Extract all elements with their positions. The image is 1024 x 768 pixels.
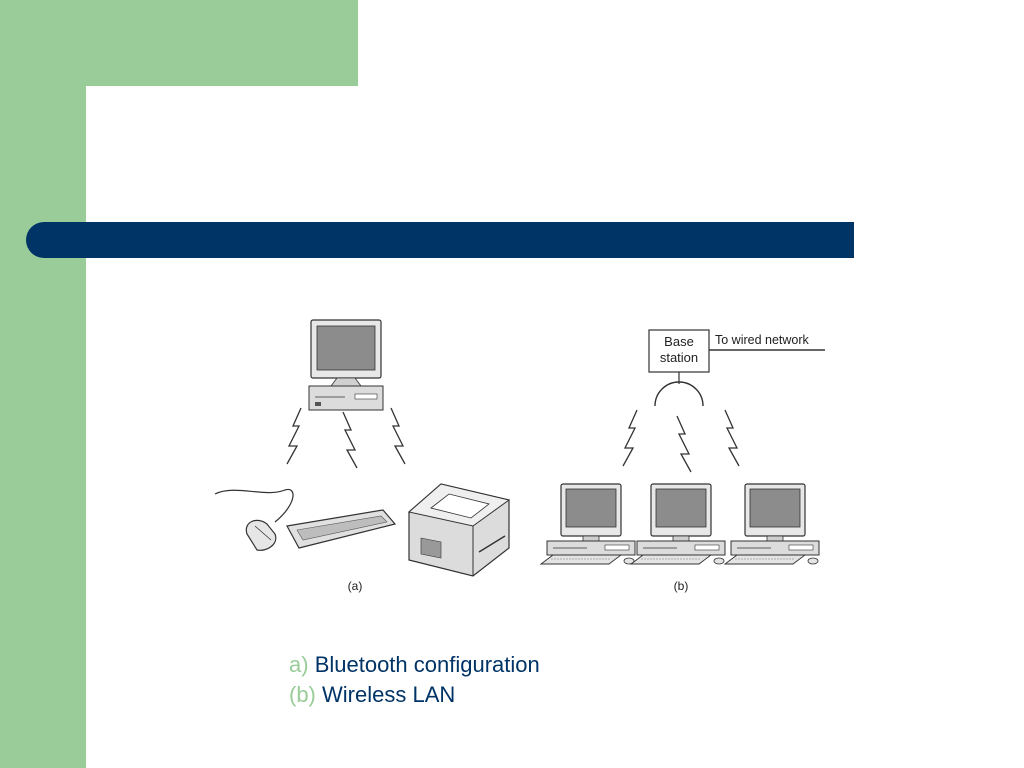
caption-a-letter: a): [289, 652, 309, 677]
wireless-computer-3: [725, 484, 819, 564]
wireless-computer-2: [631, 484, 725, 564]
radio-link-a3: [390, 407, 406, 465]
top-green-block: [0, 0, 358, 86]
network-diagram: (a) Base station To wired network (b): [214, 319, 825, 593]
antenna-icon: [654, 381, 704, 407]
wireless-computer-1: [541, 484, 635, 564]
wired-network-label: To wired network: [715, 333, 810, 347]
printer: [407, 483, 511, 577]
left-green-band: [0, 0, 86, 768]
base-station-label-line2: station: [660, 350, 698, 365]
caption-b-text: Wireless LAN: [322, 682, 456, 707]
radio-link-b1: [622, 409, 638, 467]
caption-b-letter: (b): [289, 682, 316, 707]
keyboard: [286, 509, 397, 549]
desktop-computer-a: [308, 319, 384, 411]
label-b: (b): [674, 579, 689, 593]
radio-link-b3: [724, 409, 740, 467]
radio-link-b2: [676, 415, 692, 473]
caption-a-text: Bluetooth configuration: [314, 652, 540, 677]
label-a: (a): [348, 579, 363, 593]
title-bar: [26, 222, 854, 258]
mouse: [214, 488, 294, 551]
caption-line-a: a) Bluetooth configuration: [289, 650, 540, 680]
caption-line-b: (b) Wireless LAN: [289, 680, 540, 710]
radio-link-a2: [342, 411, 358, 469]
radio-link-a1: [286, 407, 302, 465]
content-panel: [86, 86, 1024, 768]
base-station: Base station: [648, 329, 710, 407]
base-station-label-line1: Base: [664, 334, 694, 349]
figure-caption: a) Bluetooth configuration (b) Wireless …: [289, 650, 540, 710]
